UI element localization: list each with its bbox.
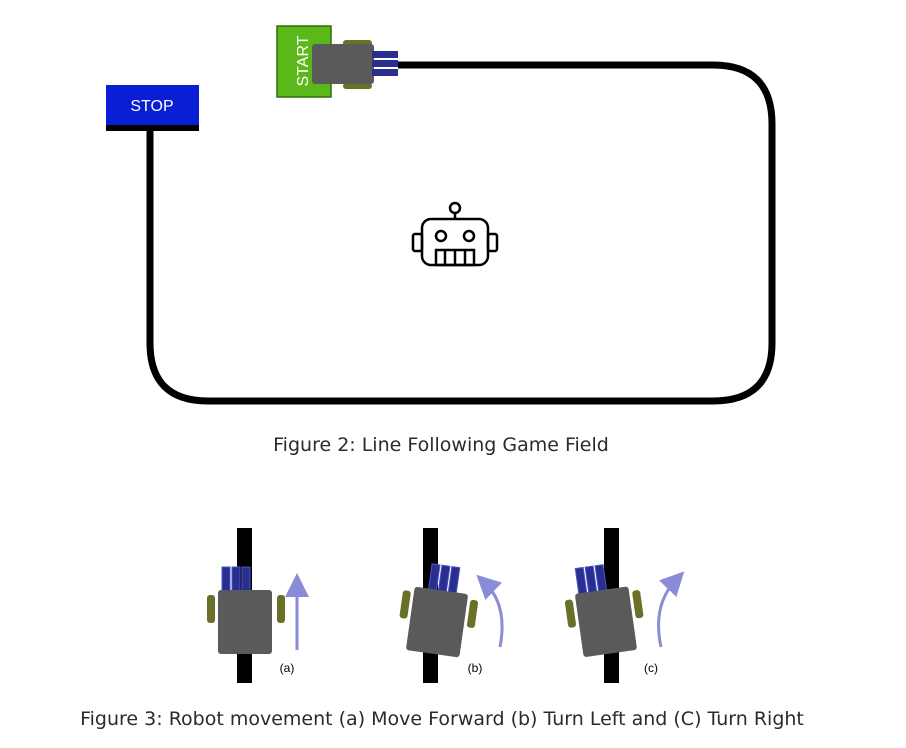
panel-label-b: (b) (468, 661, 483, 675)
turn-left-arrow (476, 574, 504, 648)
panel-forward: (a) (207, 528, 309, 683)
turn-right-arrow (657, 571, 685, 648)
panel-turn-right: (c) (564, 528, 685, 683)
panel-label-c: (c) (644, 661, 658, 675)
stop-box: STOP (106, 85, 199, 131)
game-track (146, 61, 776, 405)
robot-head-icon (411, 201, 499, 267)
panel-turn-left: (b) (399, 528, 504, 683)
panel-label-a: (a) (280, 661, 295, 675)
figure2-caption: Figure 2: Line Following Game Field (273, 434, 609, 456)
figure3-caption: Figure 3: Robot movement (a) Move Forwar… (80, 708, 804, 730)
stop-label: STOP (130, 98, 173, 115)
start-label: START (295, 35, 312, 86)
start-robot (312, 40, 398, 89)
